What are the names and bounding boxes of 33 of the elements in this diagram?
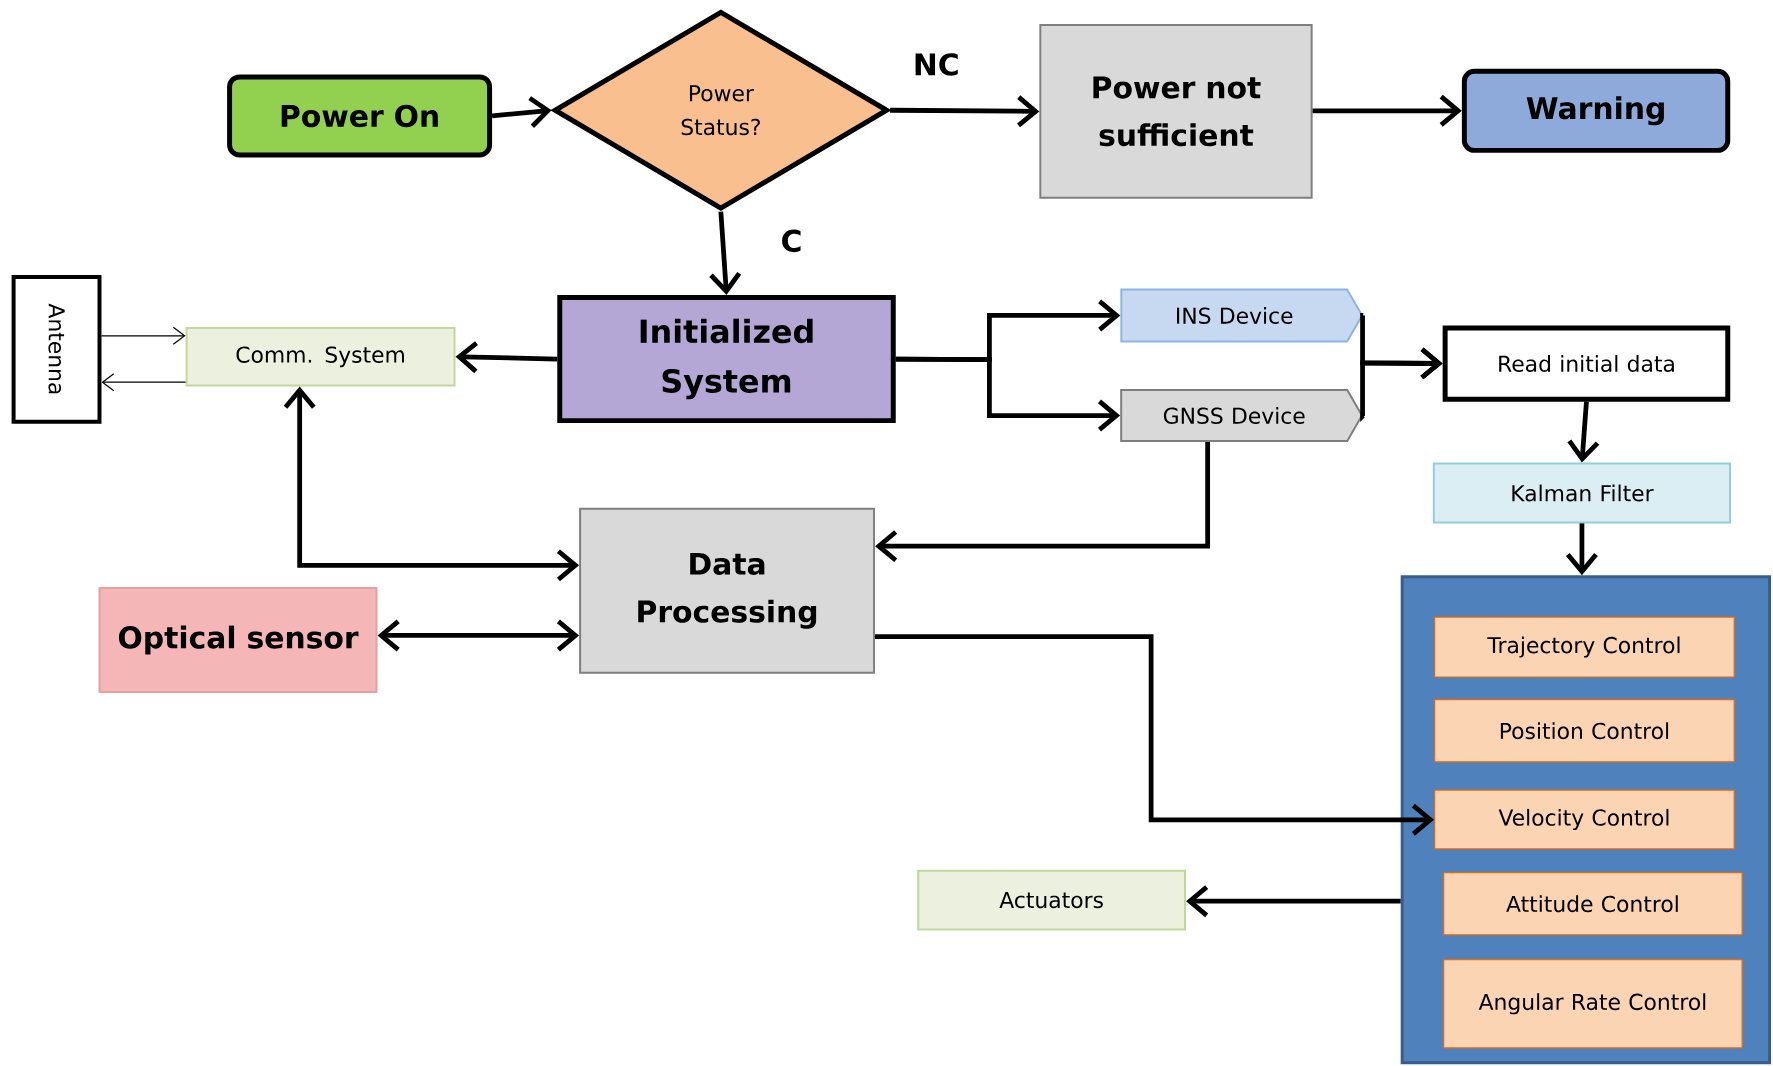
- arrow: [875, 634, 1435, 836]
- process-box: Comm. System: [185, 326, 456, 387]
- control-box: Attitude Control: [1443, 871, 1743, 936]
- arrow: [709, 211, 742, 295]
- arrow: [377, 619, 580, 652]
- arrow: [1360, 347, 1443, 422]
- arrow: [895, 356, 1121, 432]
- arrow: [455, 341, 558, 373]
- process-box: Kalman Filter: [1432, 462, 1731, 524]
- process-box: Data Processing: [579, 507, 876, 674]
- arrow: [890, 95, 1040, 128]
- edge-label: NC: [908, 49, 964, 80]
- arrow: [1312, 94, 1462, 127]
- process-box: Power not sufficient: [1039, 23, 1313, 199]
- control-box: Velocity Control: [1434, 789, 1735, 850]
- process-box: Warning: [1461, 68, 1731, 153]
- process-box: Power On: [227, 74, 493, 158]
- arrow: [100, 326, 186, 345]
- arrow: [101, 372, 187, 392]
- arrow: [283, 386, 580, 582]
- device-arrow-box: GNSS Device: [1120, 388, 1364, 442]
- process-box: Initialized System: [557, 294, 896, 423]
- arrow: [1186, 885, 1401, 918]
- control-box: Position Control: [1434, 698, 1735, 763]
- control-box: Angular Rate Control: [1443, 958, 1743, 1049]
- arrow: [875, 441, 1211, 562]
- edge-label: C: [776, 225, 807, 256]
- device-arrow-box: INS Device: [1120, 288, 1364, 343]
- control-box: Trajectory Control: [1434, 616, 1735, 678]
- process-box: Read initial data: [1442, 325, 1731, 402]
- process-box: Optical sensor: [98, 586, 378, 693]
- antenna-box: Antenna: [11, 274, 102, 424]
- process-box: Actuators: [917, 869, 1186, 931]
